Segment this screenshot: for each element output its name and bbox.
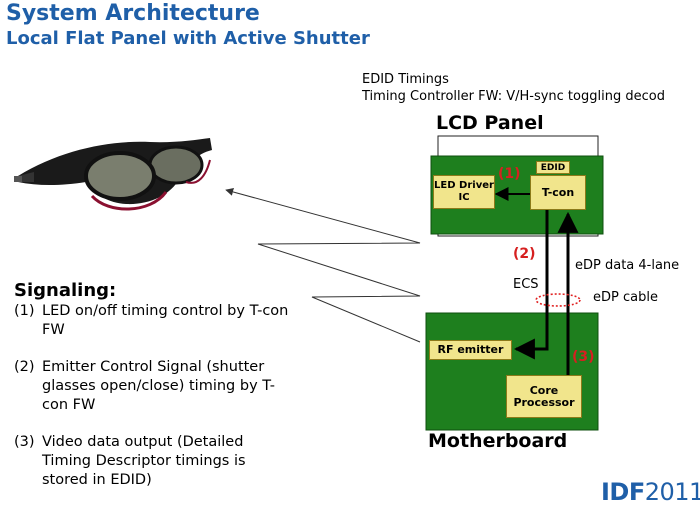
motherboard-label: Motherboard [428, 430, 568, 452]
wireless-signal-path [225, 188, 421, 343]
signaling-item-2: (2) Emitter Control Signal (shutter glas… [14, 358, 334, 415]
signaling-text-3: Video data output (Detailed Timing Descr… [42, 434, 246, 488]
ecs-label: ECS [513, 277, 539, 292]
shutter-glasses-image [14, 138, 212, 211]
signaling-list: (1) LED on/off timing control by T-con F… [14, 302, 334, 508]
edid-chip: EDID [536, 161, 570, 174]
marker-1: (1) [498, 166, 521, 182]
signaling-item-3: (3) Video data output (Detailed Timing D… [14, 433, 334, 490]
logo-brand: IDF [601, 478, 645, 506]
signaling-num-1: (1) [14, 303, 35, 319]
core-processor-chip: Core Processor [506, 375, 582, 418]
signaling-num-3: (3) [14, 434, 35, 450]
marker-3: (3) [572, 349, 595, 365]
signaling-text-1: LED on/off timing control by T-con FW [42, 303, 289, 338]
signaling-num-2: (2) [14, 359, 35, 375]
signaling-title: Signaling: [14, 280, 117, 301]
signaling-item-1: (1) LED on/off timing control by T-con F… [14, 302, 334, 340]
page-subtitle: Local Flat Panel with Active Shutter [6, 28, 370, 49]
edp-data-label: eDP data 4-lane [575, 258, 680, 273]
edp-cable-label: eDP cable [593, 290, 658, 305]
led-driver-ic: LED Driver IC [433, 175, 495, 209]
lcd-panel-label: LCD Panel [436, 112, 544, 134]
tcon-chip: T-con [530, 175, 586, 210]
signaling-text-2: Emitter Control Signal (shutter glasses … [42, 359, 276, 413]
timing-controller-note: Timing Controller FW: V/H-sync toggling … [362, 89, 665, 104]
rf-emitter-chip: RF emitter [429, 340, 512, 360]
logo-year: 2011 [644, 478, 700, 506]
page-title: System Architecture [6, 1, 260, 26]
edid-timings-note: EDID Timings [362, 72, 449, 87]
marker-2: (2) [513, 246, 536, 262]
idf-logo: IDF2011 [601, 478, 700, 506]
